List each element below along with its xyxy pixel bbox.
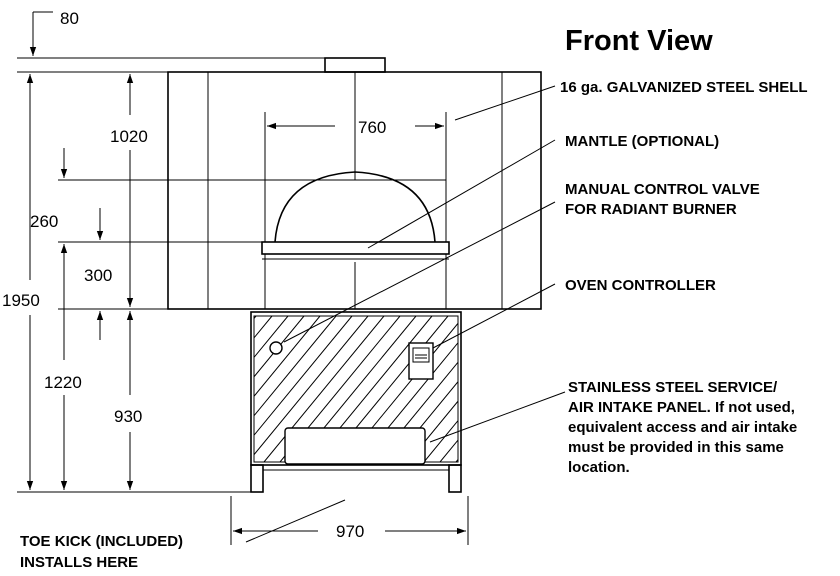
dim-opening-height: 300	[84, 266, 112, 285]
callout-valve-line2: FOR RADIANT BURNER	[565, 201, 737, 218]
callout-toekick-line2: INSTALLS HERE	[20, 554, 138, 571]
page-title: Front View	[565, 25, 713, 57]
air-intake-panel	[284, 427, 426, 465]
control-valve-knob	[269, 341, 283, 355]
callout-leaders	[245, 85, 566, 543]
dim-opening-width: 760	[358, 118, 386, 137]
dim-dome-height: 260	[30, 212, 58, 231]
oven-stand	[250, 311, 462, 493]
callout-shell: 16 ga. GALVANIZED STEEL SHELL	[560, 79, 808, 96]
callout-panel-line5: location.	[568, 459, 630, 476]
callout-panel-line3: equivalent access and air intake	[568, 419, 797, 436]
callout-panel-line1: STAINLESS STEEL SERVICE/	[568, 379, 778, 396]
dimension-lines	[17, 11, 469, 545]
dim-upper-height: 1020	[110, 127, 148, 146]
callout-valve-line1: MANUAL CONTROL VALVE	[565, 181, 760, 198]
callout-controller: OVEN CONTROLLER	[565, 277, 716, 294]
oven-opening	[261, 171, 450, 309]
dim-height-total: 1950	[2, 291, 40, 310]
callout-panel-line2: AIR INTAKE PANEL. If not used,	[568, 399, 795, 416]
callout-toekick-line1: TOE KICK (INCLUDED)	[20, 533, 183, 550]
dim-top-offset: 80	[60, 9, 79, 28]
oven-shell	[167, 57, 542, 310]
callout-panel-line4: must be provided in this same	[568, 439, 784, 456]
dim-stand-width: 970	[336, 522, 364, 541]
callout-mantle: MANTLE (OPTIONAL)	[565, 133, 719, 150]
mantle	[261, 241, 450, 255]
dim-base-height: 1220	[44, 373, 82, 392]
dim-stand-height: 930	[114, 407, 142, 426]
oven-dome	[274, 171, 436, 243]
leg-right	[448, 464, 462, 493]
leg-left	[250, 464, 264, 493]
flue-collar	[324, 57, 386, 73]
